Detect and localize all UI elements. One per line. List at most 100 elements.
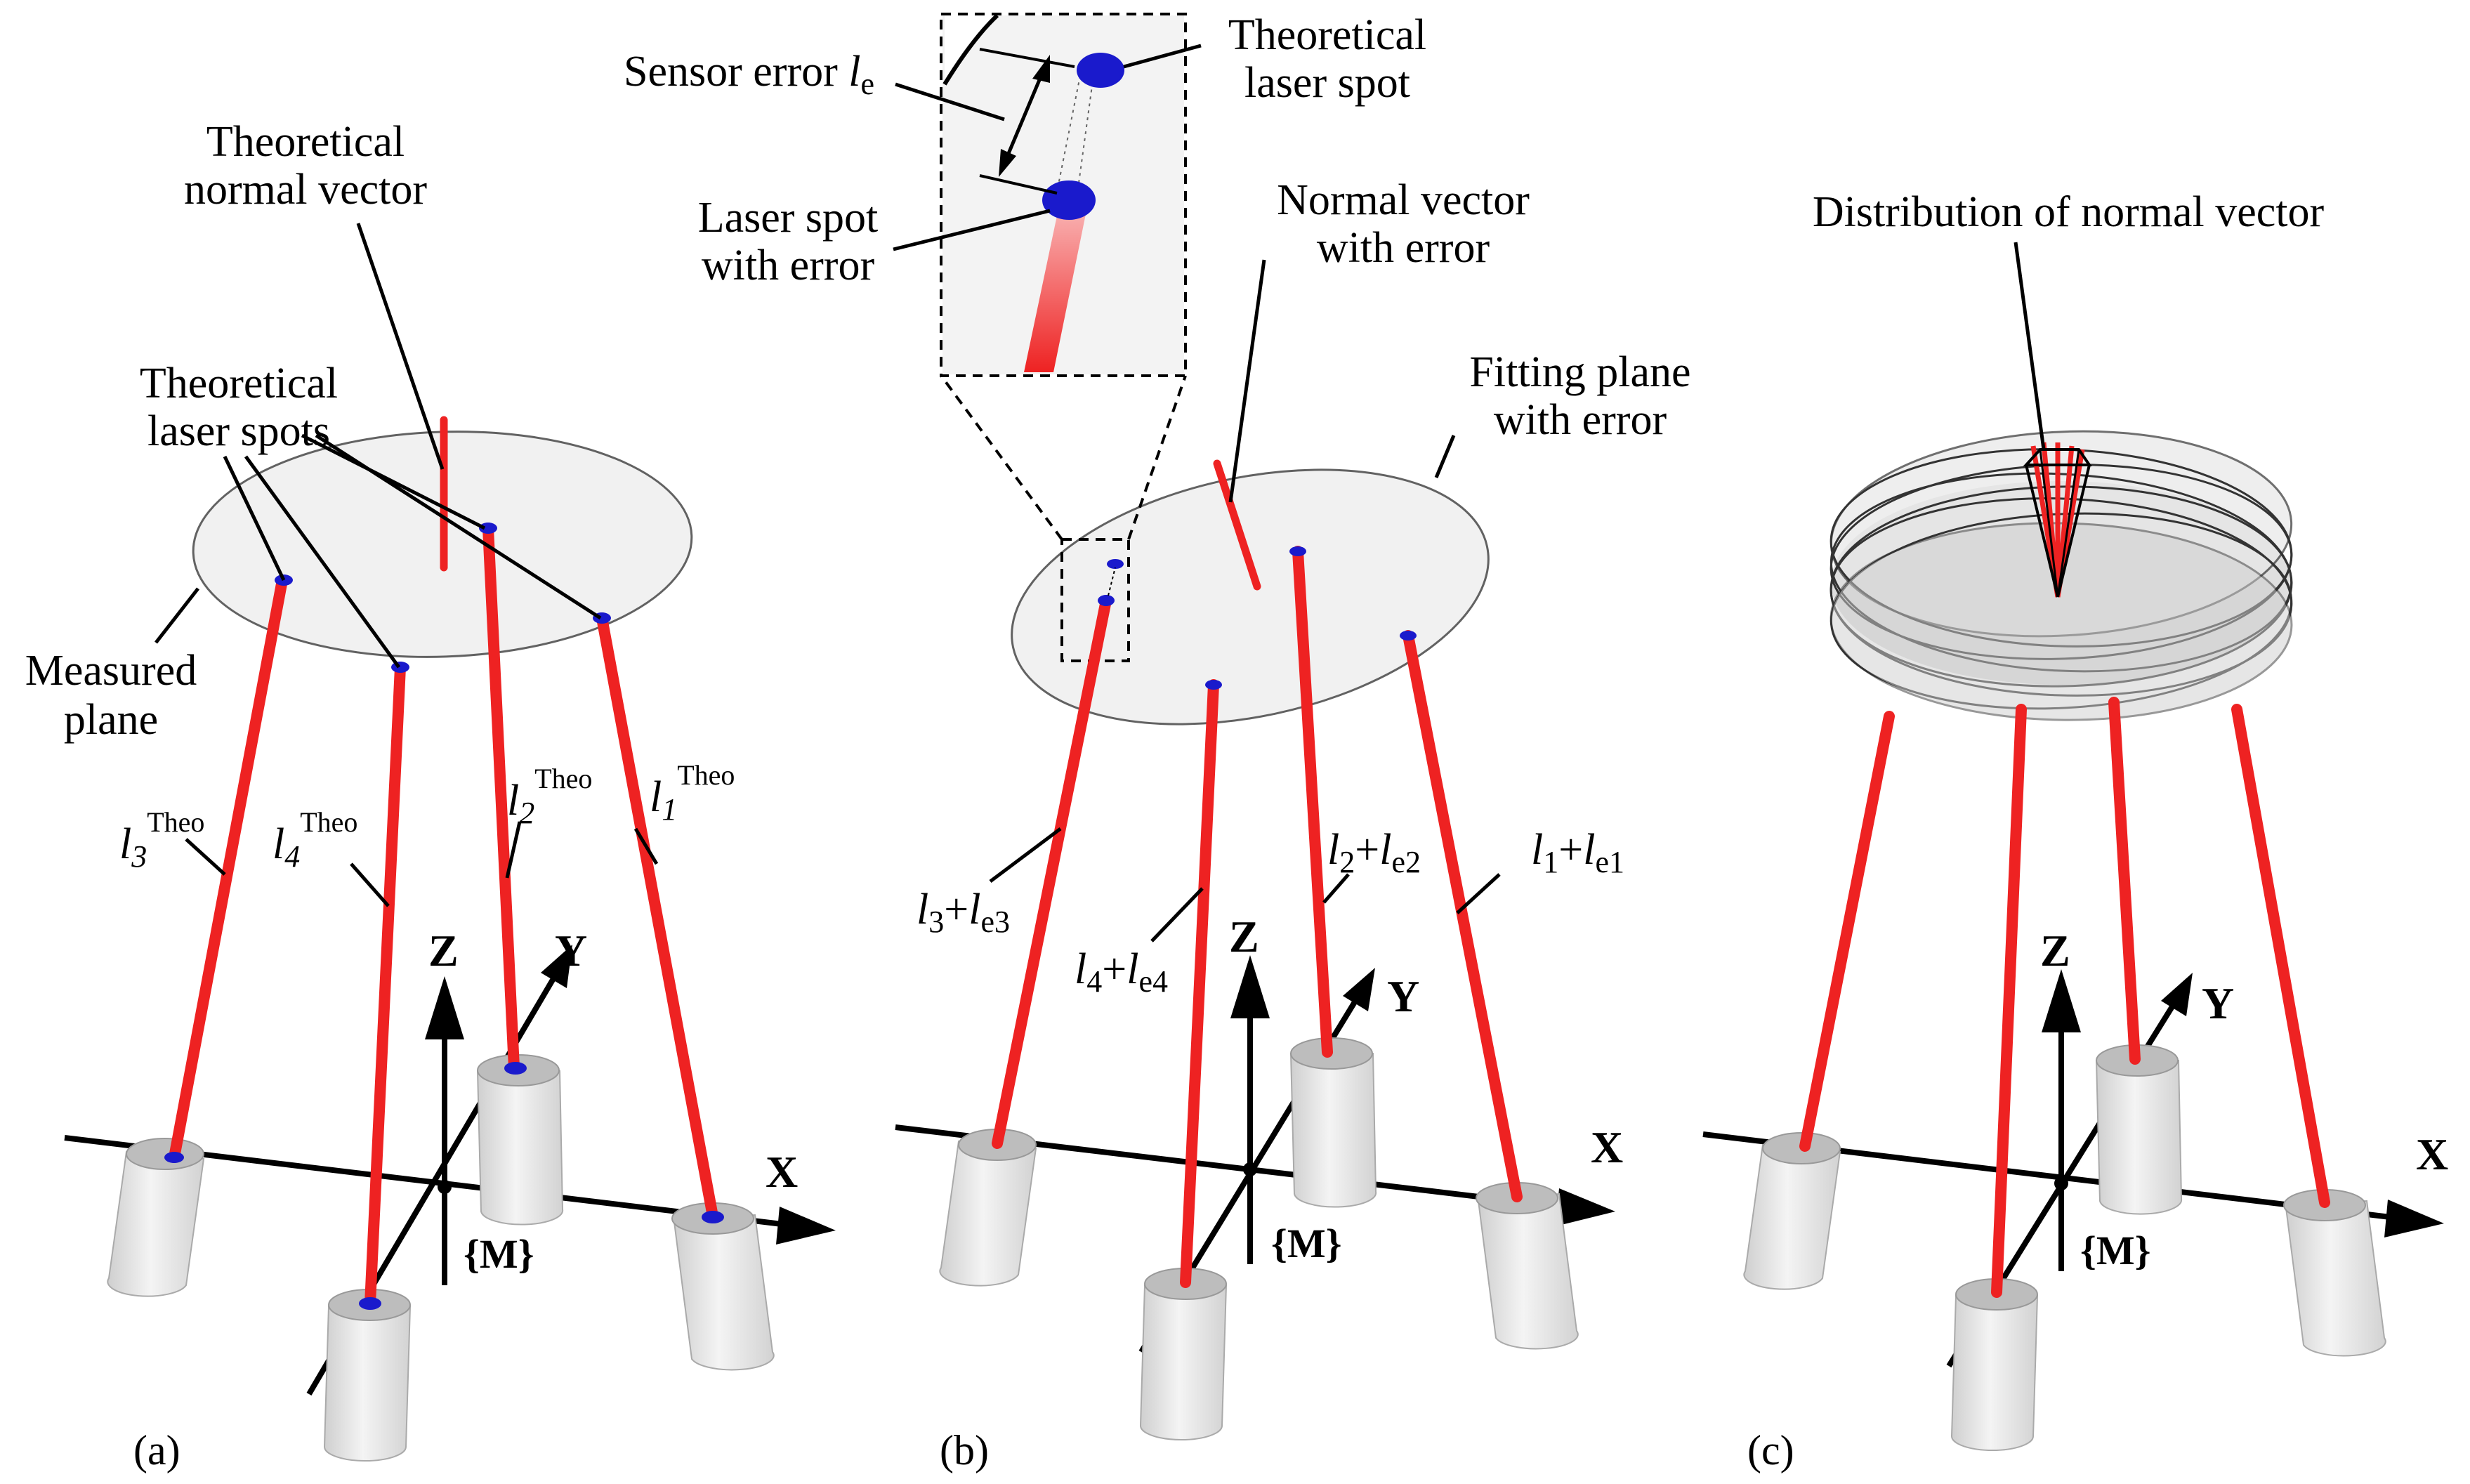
- label-l4-theo: l4Theo: [272, 806, 357, 874]
- leader-sensor-error: [895, 82, 1005, 122]
- laser-spot-1-b: [1400, 631, 1417, 641]
- inset-theoretical-laser-spot: [1077, 53, 1124, 88]
- origin-dot-c: [2054, 1176, 2068, 1190]
- axis-label-z-c: Z: [2040, 926, 2070, 976]
- zoom-inset: [940, 13, 1187, 377]
- sensor-2-c: [2095, 1044, 2183, 1215]
- axis-label-x-c: X: [2416, 1129, 2448, 1179]
- axis-label-y-c: Y: [2202, 978, 2234, 1028]
- sensor-spot-1-a: [702, 1211, 724, 1223]
- leader-l3-b: [989, 827, 1062, 883]
- frame-label-a: {M}: [464, 1231, 534, 1277]
- beam-l4-b: [1180, 679, 1219, 1288]
- y-axis-arrowhead-a: [541, 945, 572, 988]
- label-laser-spot-with-error-2: with error: [702, 242, 875, 289]
- axis-label-y-a: Y: [555, 926, 587, 976]
- axis-label-y-b: Y: [1387, 971, 1419, 1021]
- beam-l4-a: [364, 662, 406, 1309]
- label-normal-vector-with-error-1: Normal vector: [1277, 176, 1530, 224]
- label-theoretical-laser-spot-2: laser spot: [1244, 59, 1410, 107]
- beam-l4-c: [1991, 704, 2027, 1298]
- leader-l2-b: [1322, 873, 1350, 904]
- z-axis-arrowhead-b: [1230, 955, 1270, 1018]
- label-laser-spot-with-error-1: Laser spot: [698, 194, 879, 242]
- y-axis-arrowhead-c: [2161, 973, 2193, 1016]
- y-axis-arrowhead-b: [1343, 968, 1375, 1011]
- sensor-3-a: [107, 1138, 205, 1297]
- zoom-connector-left: [940, 374, 1063, 541]
- label-l3-theo: l3Theo: [119, 806, 204, 874]
- panel-label-a: (a): [133, 1427, 180, 1473]
- panel-label-c: (c): [1747, 1427, 1794, 1473]
- beam-l2-c: [2108, 697, 2141, 1065]
- normal-vector-cone: [2023, 442, 2092, 598]
- label-l1-le1: l1+le1: [1531, 826, 1624, 879]
- leader-l1-b: [1456, 873, 1501, 914]
- sensor-4-b: [1139, 1268, 1228, 1440]
- laser-spot-2-a: [479, 523, 497, 534]
- z-axis-arrowhead-c: [2042, 969, 2081, 1032]
- label-normal-vector-with-error-2: with error: [1317, 224, 1490, 272]
- label-distribution-of-normal-vector: Distribution of normal vector: [1813, 188, 2325, 236]
- axis-label-z-a: Z: [428, 926, 459, 976]
- sensor-3-c: [1743, 1132, 1841, 1290]
- panel-c: Distribution of normal vector Z Y X {M} …: [1702, 188, 2448, 1473]
- label-theoretical-laser-spot-1: Theoretical: [1228, 11, 1426, 59]
- label-l4-le4: l4+le4: [1075, 945, 1168, 999]
- label-l3-le3: l3+le3: [917, 886, 1010, 939]
- x-axis-arrowhead-c: [2384, 1200, 2444, 1237]
- label-theoretical-laser-spots-2: laser spots: [147, 407, 330, 455]
- axis-label-z-b: Z: [1229, 912, 1259, 961]
- leader-spot-1-a: [315, 433, 602, 620]
- laser-spot-2-b: [1289, 546, 1306, 556]
- panel-b: Sensor error le Theoretical laser spot L…: [624, 11, 1691, 1473]
- axis-label-x-a: X: [766, 1147, 798, 1197]
- fitting-plane-ellipse: [1011, 468, 1490, 725]
- beam-l2-a: [482, 523, 520, 1073]
- label-theoretical-laser-spots-1: Theoretical: [140, 360, 338, 407]
- x-axis-arrowhead-a: [776, 1207, 836, 1245]
- leader-l1-a: [633, 827, 659, 865]
- label-l2-theo: l2Theo: [507, 763, 592, 830]
- sensor-4-a: [323, 1289, 412, 1462]
- beam-l1-c: [2231, 704, 2330, 1208]
- sensor-4-c: [1950, 1278, 2039, 1451]
- label-theoretical-normal-vector-1: Theoretical: [206, 118, 405, 166]
- beam-l1-b: [1402, 630, 1523, 1202]
- sensor-error-gap-b: [1108, 567, 1116, 596]
- beam-l1-a: [596, 612, 718, 1222]
- origin-dot-b: [1243, 1162, 1257, 1176]
- leader-spot-4-a: [244, 455, 401, 669]
- sensor-3-b: [939, 1129, 1037, 1287]
- leader-spot-3-a: [223, 455, 286, 582]
- beam-l2-b: [1292, 546, 1333, 1058]
- label-measured-plane-1: Measured: [25, 647, 197, 695]
- leader-fitting-plane: [1434, 435, 1456, 478]
- inset-beam: [1024, 206, 1087, 372]
- beam-l3-c: [1799, 711, 1895, 1152]
- sensor-spot-4-a: [359, 1297, 381, 1310]
- origin-dot-a: [438, 1180, 452, 1194]
- sensor-1-a: [671, 1202, 775, 1371]
- normal-vector-with-error: [1213, 459, 1261, 591]
- sensor-2-a: [476, 1054, 564, 1226]
- label-fitting-plane-1: Fitting plane: [1469, 348, 1690, 396]
- leader-l4-b: [1150, 887, 1204, 943]
- leader-normal-vector-a: [356, 223, 445, 470]
- label-l2-le2: l2+le2: [1327, 826, 1421, 879]
- label-l1-theo: l1Theo: [650, 759, 735, 827]
- leader-normal-vector-with-error: [1228, 259, 1266, 503]
- leader-laser-spot-with-error-b: [893, 209, 1051, 251]
- leader-measured-plane-a: [155, 587, 199, 644]
- zoom-connector-right: [1127, 375, 1187, 540]
- z-axis-arrowhead-a: [425, 976, 464, 1039]
- sensor-spot-2-a: [504, 1062, 527, 1075]
- label-fitting-plane-2: with error: [1494, 396, 1667, 444]
- x-axis-arrowhead-b: [1556, 1188, 1615, 1226]
- leader-spot-2-a: [301, 433, 486, 530]
- beam-l3-b: [992, 595, 1112, 1149]
- leader-l3-a: [185, 838, 226, 876]
- label-theoretical-normal-vector-2: normal vector: [184, 166, 427, 214]
- inset-laser-spot-with-error: [1042, 180, 1096, 220]
